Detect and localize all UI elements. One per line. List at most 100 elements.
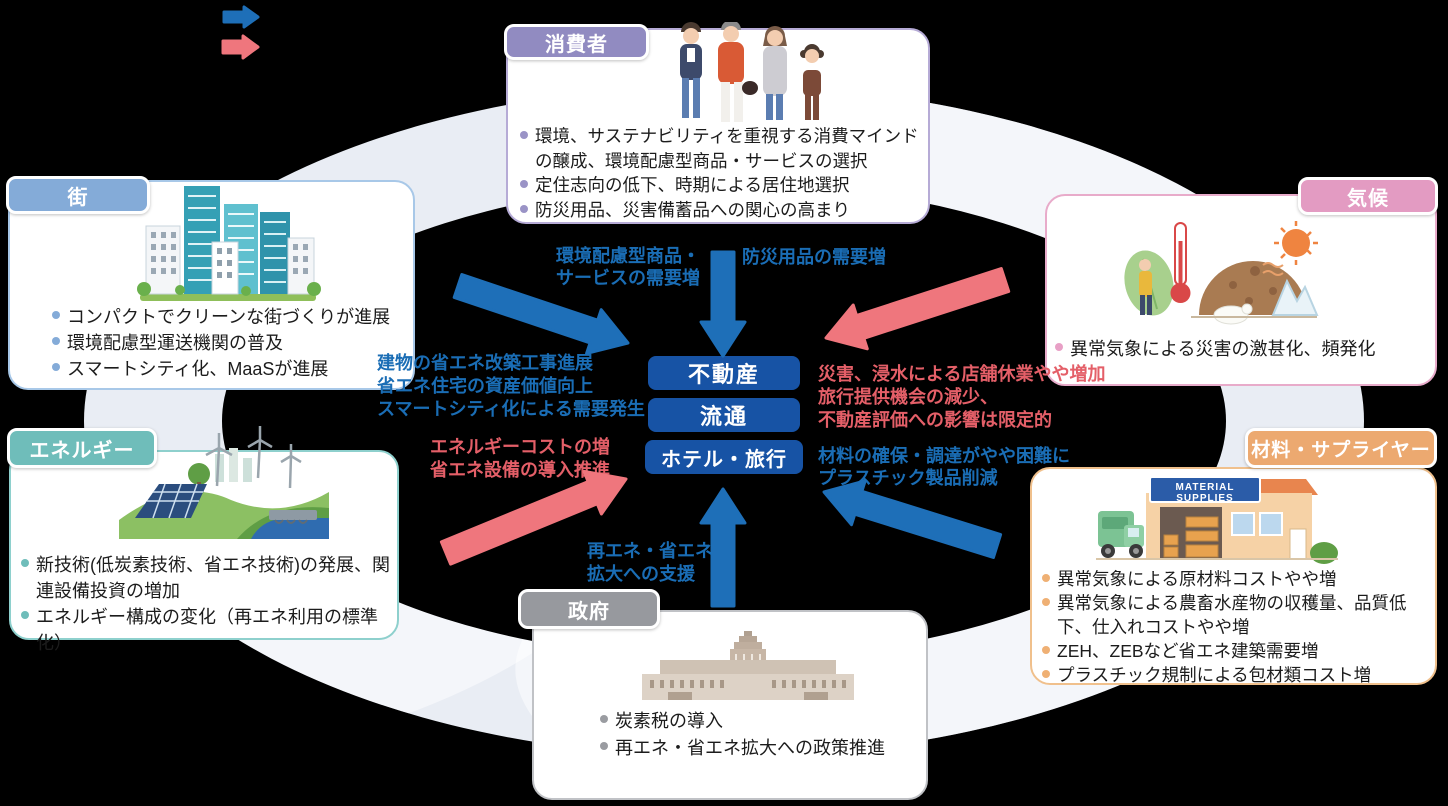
climate-tab: 気候 bbox=[1298, 177, 1438, 215]
bullet-text: 環境、サステナビリティを重視する消費マインドの醸成、環境配慮型商品・サービスの選… bbox=[535, 126, 919, 171]
renewable-energy-icon bbox=[119, 426, 329, 539]
energy-tab: エネルギー bbox=[7, 428, 157, 468]
list-item: 環境、サステナビリティを重視する消費マインドの醸成、環境配慮型商品・サービスの選… bbox=[520, 124, 924, 173]
label-line: 環境配慮型商品・ bbox=[556, 246, 700, 266]
street-tab: 街 bbox=[6, 176, 150, 214]
climate-title: 気候 bbox=[1347, 187, 1389, 210]
bullet-dot bbox=[21, 559, 29, 567]
energy-title: エネルギー bbox=[29, 439, 135, 462]
consumer-box: 環境、サステナビリティを重視する消費マインドの醸成、環境配慮型商品・サービスの選… bbox=[506, 20, 930, 224]
government-box: 炭素税の導入 再エネ・省エネ拡大への政策推進 bbox=[532, 610, 928, 800]
bullet-dot bbox=[21, 611, 29, 619]
bullet-dot bbox=[52, 363, 60, 371]
center-item-label: ホテル・旅行 bbox=[661, 448, 787, 471]
list-item: ZEH、ZEBなど省エネ建築需要増 bbox=[1042, 639, 1434, 663]
bullet-dot bbox=[1042, 670, 1050, 678]
bullet-text: 環境配慮型運送機関の普及 bbox=[67, 333, 283, 353]
consumer-bullets: 環境、サステナビリティを重視する消費マインドの醸成、環境配慮型商品・サービスの選… bbox=[520, 124, 924, 222]
materials-tab: 材料・サプライヤー bbox=[1245, 428, 1437, 468]
climate-change-icon bbox=[1124, 221, 1319, 325]
label-energy-effects: エネルギーコストの増 省エネ設備の導入推進 bbox=[430, 436, 610, 482]
bullet-dot bbox=[1055, 343, 1063, 351]
material-supplies-icon bbox=[1096, 476, 1338, 564]
city-buildings-icon bbox=[137, 186, 321, 301]
bullet-text: 新技術(低炭素技術、省エネ技術)の発展、関連設備投資の増加 bbox=[36, 555, 390, 601]
bullet-text: スマートシティ化、MaaSが進展 bbox=[67, 359, 329, 379]
label-line: 材料の確保・調達がやや困難に bbox=[818, 446, 1070, 466]
city-buildings-illustration bbox=[128, 178, 328, 303]
materials-box: MATERIAL SUPPLIES 異常気象による原材料コストやや増 異常気象に… bbox=[1030, 467, 1437, 685]
materials-title: 材料・サプライヤー bbox=[1251, 439, 1431, 461]
government-bullets: 炭素税の導入 再エネ・省エネ拡大への政策推進 bbox=[600, 708, 900, 762]
bullet-text: 異常気象による災害の激甚化、頻発化 bbox=[1070, 339, 1376, 359]
label-line: スマートシティ化による需要発生 bbox=[377, 399, 645, 419]
center-item-distribution: 流通 bbox=[648, 398, 800, 432]
list-item: コンパクトでクリーンな街づくりが進展 bbox=[52, 304, 407, 330]
bullet-text: 定住志向の低下、時期による居住地選択 bbox=[535, 175, 850, 195]
list-item: 環境配慮型運送機関の普及 bbox=[52, 330, 407, 356]
consumer-title: 消費者 bbox=[545, 33, 608, 56]
bullet-text: 炭素税の導入 bbox=[615, 711, 723, 731]
street-title: 街 bbox=[67, 186, 89, 209]
diet-building-illustration bbox=[638, 630, 858, 704]
bullet-text: プラスチック規制による包材類コスト増 bbox=[1057, 665, 1372, 685]
government-title: 政府 bbox=[568, 600, 610, 623]
materials-bullets: 異常気象による原材料コストやや増 異常気象による農畜水産物の収穫量、品質低下、仕… bbox=[1042, 567, 1434, 687]
bullet-dot bbox=[52, 311, 60, 319]
list-item: プラスチック規制による包材類コスト増 bbox=[1042, 663, 1434, 687]
legend-red-arrow-icon bbox=[221, 34, 260, 60]
bullet-text: ZEH、ZEBなど省エネ建築需要増 bbox=[1057, 641, 1319, 661]
list-item: 再エネ・省エネ拡大への政策推進 bbox=[600, 735, 900, 762]
list-item: エネルギー構成の変化（再エネ利用の標準化） bbox=[21, 604, 393, 656]
diet-building-icon bbox=[642, 631, 854, 700]
bullet-dot bbox=[52, 337, 60, 345]
list-item: 防災用品、災害備蓄品への関心の高まり bbox=[520, 198, 924, 223]
bullet-dot bbox=[1042, 574, 1050, 582]
label-climate-effects: 災害、浸水による店舗休業やや増加 旅行提供機会の減少、 不動産評価への影響は限定… bbox=[818, 363, 1105, 432]
street-bullets: コンパクトでクリーンな街づくりが進展 環境配慮型運送機関の普及 スマートシティ化… bbox=[52, 304, 407, 382]
label-consumer-eco-demand: 環境配慮型商品・ サービスの需要増 bbox=[546, 245, 710, 289]
family-shoppers-illustration bbox=[663, 20, 833, 124]
bullet-dot bbox=[520, 131, 528, 139]
label-line: プラスチック製品削減 bbox=[818, 468, 998, 488]
government-tab: 政府 bbox=[518, 589, 660, 629]
label-line: 不動産評価への影響は限定的 bbox=[818, 410, 1052, 430]
label-line: サービスの需要増 bbox=[556, 268, 700, 288]
bullet-dot bbox=[520, 204, 528, 213]
label-street-effects: 建物の省エネ改築工事進展 省エネ住宅の資産価値向上 スマートシティ化による需要発… bbox=[377, 352, 645, 421]
climate-change-illustration bbox=[1113, 213, 1321, 329]
label-materials-effects: 材料の確保・調達がやや困難に プラスチック製品削減 bbox=[818, 445, 1070, 489]
consumer-tab: 消費者 bbox=[504, 24, 649, 60]
center-item-label: 流通 bbox=[699, 404, 748, 429]
label-line: エネルギーコストの増 bbox=[430, 437, 610, 457]
label-line: 旅行提供機会の減少、 bbox=[818, 387, 998, 407]
label-line: 拡大への支援 bbox=[587, 564, 695, 584]
label-line: 省エネ住宅の資産価値向上 bbox=[377, 376, 593, 396]
center-item-label: 不動産 bbox=[687, 362, 760, 387]
bullet-text: 異常気象による農畜水産物の収穫量、品質低下、仕入れコストやや増 bbox=[1057, 593, 1407, 637]
bullet-text: 異常気象による原材料コストやや増 bbox=[1057, 569, 1337, 589]
label-line: 省エネ設備の導入推進 bbox=[430, 460, 610, 480]
label-government-support: 再エネ・省エネ 拡大への支援 bbox=[587, 540, 713, 586]
list-item: 異常気象による農畜水産物の収穫量、品質低下、仕入れコストやや増 bbox=[1042, 591, 1434, 639]
family-shoppers-icon bbox=[680, 20, 824, 122]
bullet-dot bbox=[1042, 646, 1050, 654]
center-item-hotel-travel: ホテル・旅行 bbox=[645, 440, 803, 474]
label-line: 建物の省エネ改築工事進展 bbox=[377, 353, 593, 373]
climate-box: 異常気象による災害の激甚化、頻発化 bbox=[1045, 194, 1437, 386]
material-supplies-illustration: MATERIAL SUPPLIES bbox=[1094, 473, 1340, 565]
list-item: 異常気象による原材料コストやや増 bbox=[1042, 567, 1434, 591]
bullet-text: 防災用品、災害備蓄品への関心の高まり bbox=[535, 199, 850, 220]
bullet-text: エネルギー構成の変化（再エネ利用の標準化） bbox=[36, 607, 378, 653]
label-line: 防災用品の需要増 bbox=[742, 247, 886, 267]
label-line: 災害、浸水による店舗休業やや増加 bbox=[818, 364, 1106, 384]
list-item: 定住志向の低下、時期による居住地選択 bbox=[520, 173, 924, 198]
renewable-energy-illustration bbox=[119, 424, 329, 539]
climate-bullets: 異常気象による災害の激甚化、頻発化 bbox=[1055, 336, 1435, 362]
street-box: コンパクトでクリーンな街づくりが進展 環境配慮型運送機関の普及 スマートシティ化… bbox=[8, 180, 415, 390]
list-item: 新技術(低炭素技術、省エネ技術)の発展、関連設備投資の増加 bbox=[21, 552, 393, 604]
material-supplies-sign: MATERIAL SUPPLIES bbox=[1175, 482, 1235, 504]
list-item: スマートシティ化、MaaSが進展 bbox=[52, 356, 407, 382]
bullet-dot bbox=[600, 715, 608, 723]
bullet-text: 再エネ・省エネ拡大への政策推進 bbox=[615, 738, 885, 758]
